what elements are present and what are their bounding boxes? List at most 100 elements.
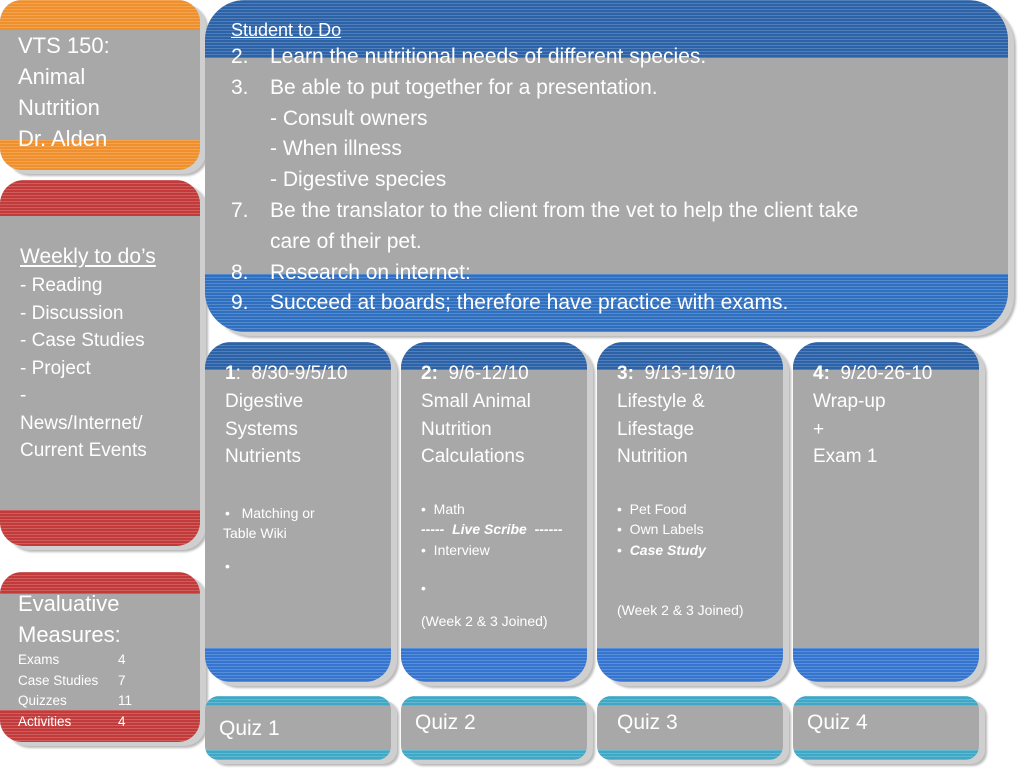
week-topic: Lifestyle & (617, 391, 705, 412)
week-topic: Nutrients (225, 446, 302, 467)
measure-label: Activities (18, 713, 72, 729)
student-todo-heading: Student to Do (231, 20, 342, 40)
evaluative-measures-card: Evaluative Measures: Exams 4 Case Studie… (0, 572, 200, 742)
week-topic: Nutrition (617, 446, 688, 467)
week-number: 2: (421, 363, 438, 384)
student-todo-item: 3. Be able to put together for a present… (231, 73, 984, 104)
week-card-4: 4: 9/20-26-10 Wrap-up + Exam 1 (793, 342, 979, 682)
measure-row: Exams 4 (18, 650, 194, 671)
quiz-card-4: Quiz 4 (793, 696, 979, 760)
weekly-todo-title: Weekly to do’s (20, 245, 156, 268)
measure-row: Quizzes 11 (18, 691, 194, 712)
weekly-todo-item: News/Internet/ (20, 412, 143, 434)
course-title-line: VTS 150: (18, 33, 110, 58)
case-study-label: Case Study (629, 541, 706, 558)
student-todo-subitem: - When illness (270, 137, 402, 161)
weekly-todo-item: - Reading (20, 275, 103, 296)
item-text: Research on internet: (270, 260, 471, 284)
measure-count: 11 (118, 693, 133, 708)
week-bullet: • (421, 580, 426, 596)
quiz-card-2: Quiz 2 (401, 696, 587, 760)
course-title: VTS 150: Animal Nutrition Dr. Alden (18, 30, 110, 154)
student-todo-subitem: - Consult owners (270, 106, 428, 130)
live-scribe-line: ----- Live Scribe ------ (421, 519, 577, 540)
measure-count: 7 (118, 672, 126, 688)
item-text: Learn the nutritional needs of different… (270, 45, 707, 68)
week-dates: 9/13-19/10 (633, 363, 736, 384)
instructor-name: Dr. Alden (18, 126, 108, 151)
weekly-todo-item: - Case Studies (20, 330, 145, 351)
week-dates: 9/20-26-10 (829, 363, 933, 384)
quiz-card-3: Quiz 3 (597, 696, 783, 760)
course-title-line: Nutrition (18, 95, 100, 120)
item-text: Be the translator to the client from the… (270, 196, 858, 258)
measure-row: Activities 4 (18, 712, 194, 733)
course-title-line: Animal (18, 64, 86, 89)
week-bullet: • Math (421, 500, 465, 517)
week-bullet: • Own Labels (617, 521, 704, 537)
weekly-todo-item: Current Events (20, 440, 147, 461)
quiz-label: Quiz 1 (219, 717, 280, 740)
quiz-card-1: Quiz 1 (205, 696, 391, 760)
weekly-todo-item: - Project (20, 357, 91, 379)
measure-label: Case Studies (18, 672, 99, 688)
week-header: 4: 9/20-26-10 (813, 360, 969, 388)
week-bullet: • Case Study (617, 540, 773, 561)
week-card-2: 2: 9/6-12/10 Small Animal Nutrition Calc… (401, 342, 587, 682)
item-text: Succeed at boards; therefore have practi… (270, 291, 789, 315)
week-topic: Systems (225, 418, 298, 440)
bullet-mark: • (617, 541, 630, 558)
item-text-line: Be the translator to the client from the… (270, 198, 859, 222)
evaluative-title-line: Evaluative (18, 591, 120, 616)
student-todo-item: 2. Learn the nutritional needs of differ… (231, 42, 984, 73)
week-number: 1 (225, 363, 236, 384)
week-bullet: • Matching or (225, 504, 315, 521)
item-number: 8. (231, 260, 249, 284)
week-topic: Exam 1 (813, 446, 878, 467)
item-text: Be able to put together for a presentati… (270, 75, 658, 99)
quiz-label: Quiz 2 (415, 711, 476, 734)
measure-count: 4 (118, 713, 126, 729)
week-topic: Wrap-up (813, 391, 886, 412)
quiz-label: Quiz 3 (617, 711, 678, 734)
week-topic: Calculations (421, 446, 525, 467)
week-bullet: Table Wiki (223, 525, 287, 541)
week-header: 2: 9/6-12/10 (421, 360, 577, 388)
week-separator: : (235, 363, 241, 384)
week-header: 1: 8/30-9/5/10 (225, 360, 381, 388)
item-text-line: care of their pet. (270, 229, 422, 253)
week-topic: Small Animal (421, 391, 531, 412)
student-todo-item: 8. Research on internet: (231, 258, 984, 289)
weekly-todo-card: Weekly to do’s - Reading - Discussion - … (0, 180, 200, 546)
item-number: 9. (231, 291, 249, 315)
item-number: 7. (231, 198, 249, 222)
item-number: 2. (231, 45, 249, 68)
week-bullet: • (225, 557, 230, 574)
evaluative-title-line: Measures: (18, 622, 121, 647)
week-topic: Lifestage (617, 418, 695, 440)
measure-count: 4 (118, 652, 126, 667)
dash-left: ----- (421, 521, 453, 537)
student-todo-item: 9. Succeed at boards; therefore have pra… (231, 288, 984, 319)
week-bullet: • Pet Food (617, 500, 687, 517)
live-scribe-label: Live Scribe (452, 521, 527, 537)
week-bullet: • Interview (421, 541, 490, 558)
measure-label: Quizzes (18, 693, 67, 708)
student-todo-item: 7. Be the translator to the client from … (231, 196, 984, 258)
week-dates: 8/30-9/5/10 (240, 363, 348, 384)
weekly-todo-item: - Discussion (20, 302, 124, 324)
quiz-label: Quiz 4 (807, 711, 868, 734)
measure-row: Case Studies 7 (18, 671, 194, 692)
course-title-card: VTS 150: Animal Nutrition Dr. Alden (0, 0, 200, 170)
week-topic: Nutrition (421, 418, 492, 440)
weekly-todo-item: - (20, 385, 27, 406)
student-todo-card: Student to Do 2. Learn the nutritional n… (205, 0, 1008, 332)
week-topic: + (813, 418, 825, 440)
evaluative-measures-title: Evaluative Measures: (18, 588, 194, 650)
week-header: 3: 9/13-19/10 (617, 360, 773, 388)
week-dates: 9/6-12/10 (437, 363, 529, 384)
week-card-1: 1: 8/30-9/5/10 Digestive Systems Nutrien… (205, 342, 391, 682)
week-note: (Week 2 & 3 Joined) (421, 612, 548, 629)
dash-right: ------ (526, 521, 563, 537)
week-number: 4: (813, 363, 830, 384)
